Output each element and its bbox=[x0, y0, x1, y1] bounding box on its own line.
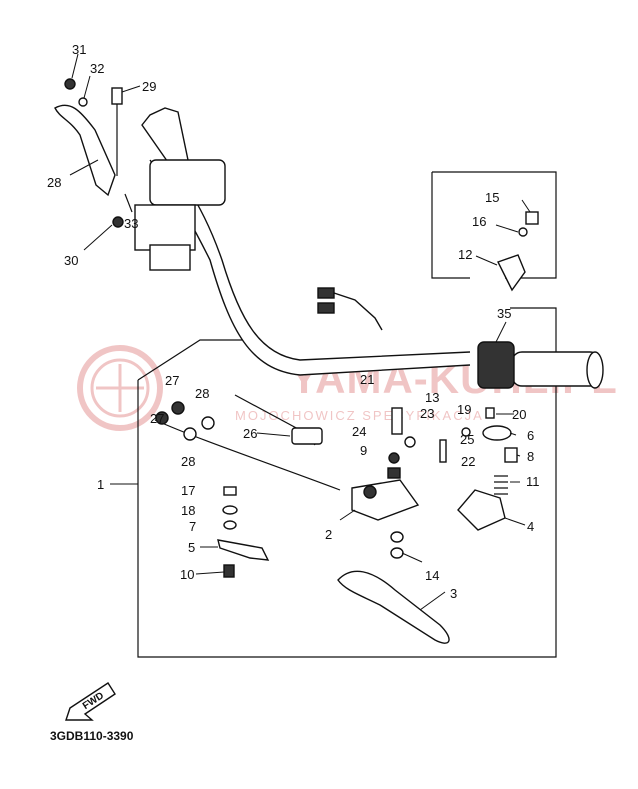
label-33: 32 bbox=[90, 61, 104, 76]
handlebar bbox=[134, 107, 604, 389]
fwd-arrow-icon: FWD bbox=[65, 682, 116, 721]
label-7: 7 bbox=[189, 519, 196, 534]
label-19: 19 bbox=[457, 402, 471, 417]
switch-parts-right bbox=[439, 211, 539, 531]
watermark-logo-icon bbox=[77, 345, 163, 431]
small-parts-left bbox=[155, 401, 270, 578]
leader-lines bbox=[69, 53, 531, 611]
label-25: 25 bbox=[460, 432, 474, 447]
label-2: 2 bbox=[325, 527, 332, 542]
label-6: 6 bbox=[527, 428, 534, 443]
label-14: 14 bbox=[425, 568, 439, 583]
label-16: 16 bbox=[472, 214, 486, 229]
label-23: 23 bbox=[420, 406, 434, 421]
label-10: 10 bbox=[180, 567, 194, 582]
label-12: 12 bbox=[458, 247, 472, 262]
label-17: 17 bbox=[181, 483, 195, 498]
label-27-bottom: 27 bbox=[150, 411, 164, 426]
label-31: 30 bbox=[64, 253, 78, 268]
label-21: 21 bbox=[360, 372, 374, 387]
cable-and-switch bbox=[154, 287, 383, 491]
label-4: 4 bbox=[527, 519, 534, 534]
label-13: 13 bbox=[425, 390, 439, 405]
label-35: 35 bbox=[497, 306, 511, 321]
label-32: 31 bbox=[72, 42, 86, 57]
label-20: 20 bbox=[512, 407, 526, 422]
label-15: 15 bbox=[485, 190, 499, 205]
brake-master-cylinder bbox=[337, 407, 450, 644]
label-30: 29 bbox=[142, 79, 156, 94]
label-18: 18 bbox=[181, 503, 195, 518]
callout-labels: 31 32 29 28 33 30 15 16 12 35 21 27 28 1… bbox=[47, 42, 540, 601]
label-28-top: 28 bbox=[195, 386, 209, 401]
label-11: 11 bbox=[526, 474, 540, 489]
label-3: 3 bbox=[450, 586, 457, 601]
label-34: 33 bbox=[124, 216, 138, 231]
label-1: 1 bbox=[97, 477, 104, 492]
clutch-lever-assembly bbox=[54, 78, 133, 228]
label-26: 26 bbox=[243, 426, 257, 441]
label-28-bottom: 28 bbox=[181, 454, 195, 469]
label-8: 8 bbox=[527, 449, 534, 464]
label-27-top: 27 bbox=[165, 373, 179, 388]
watermark-tagline: MOJOCHOWICZ SPECYFIKACJA bbox=[235, 408, 484, 423]
part-code: 3GDB110-3390 bbox=[50, 729, 134, 743]
label-5: 5 bbox=[188, 540, 195, 555]
label-9: 9 bbox=[360, 443, 367, 458]
label-22: 22 bbox=[461, 454, 475, 469]
label-29: 28 bbox=[47, 175, 61, 190]
label-24: 24 bbox=[352, 424, 366, 439]
